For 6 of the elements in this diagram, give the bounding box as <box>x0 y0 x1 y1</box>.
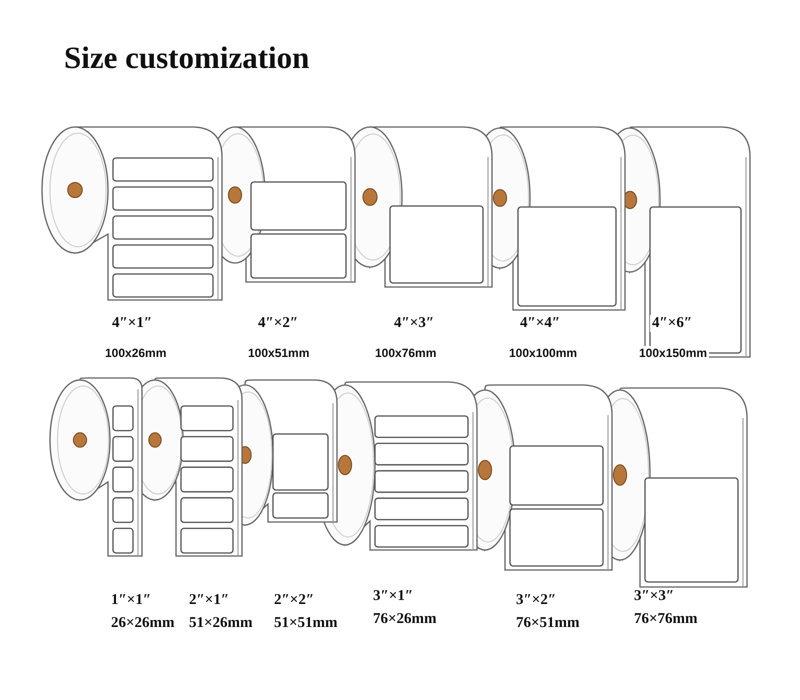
mm-size-label: 100x100mm <box>507 346 580 360</box>
title: Size customization <box>64 40 310 76</box>
mm-size-label: 100x26mm <box>103 346 168 360</box>
mm-size-label: 100x76mm <box>373 346 438 360</box>
mm-size-label: 100x150mm <box>637 346 710 360</box>
mm-size-label: 100x51mm <box>246 346 312 360</box>
